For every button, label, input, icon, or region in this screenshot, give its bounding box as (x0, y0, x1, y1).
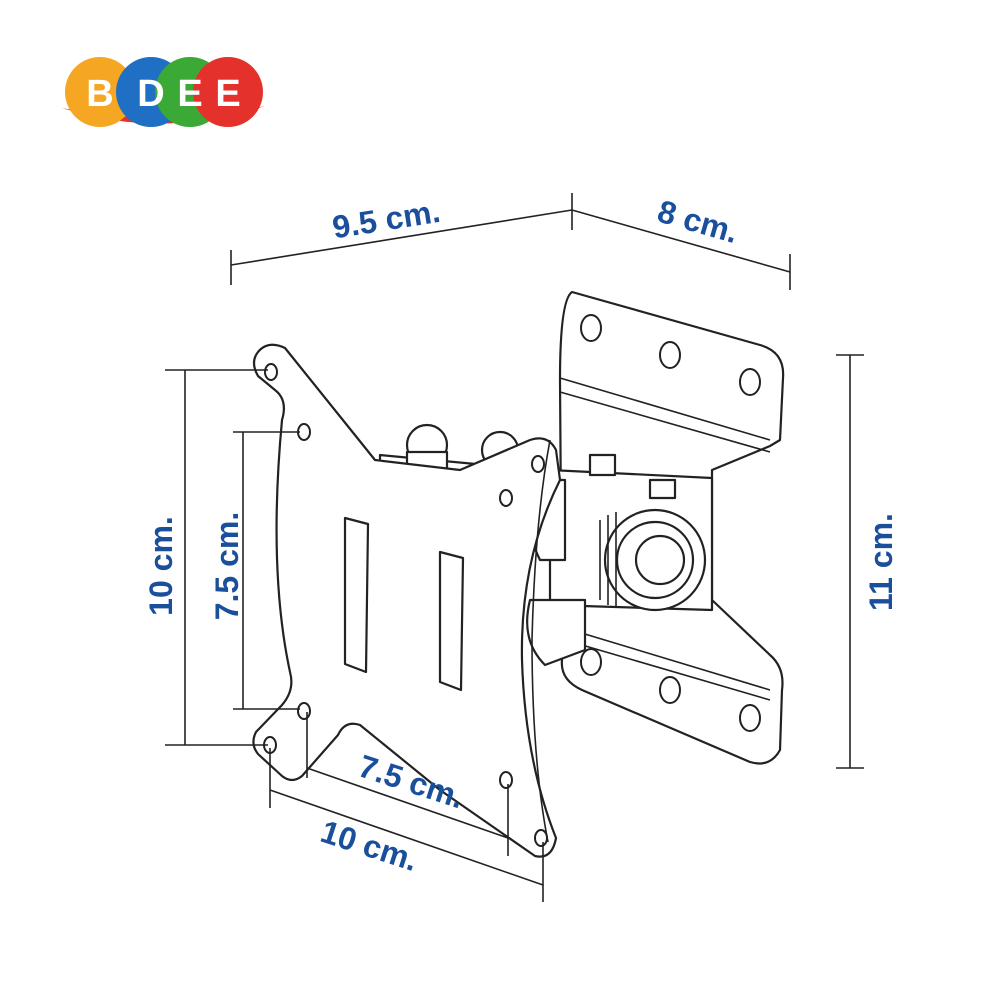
vesa-slot-right (438, 550, 465, 692)
vesa-hole-tr-inner (499, 489, 513, 507)
hinge-tab (648, 478, 677, 500)
wall-hole-5 (659, 676, 681, 704)
label-left-outer-height: 10 cm. (143, 516, 179, 616)
label-top-width: 9.5 cm. (330, 193, 443, 246)
vesa-hole-br-outer (534, 829, 548, 847)
vesa-plate-outline (252, 343, 562, 858)
tilt-knob (634, 534, 686, 586)
wall-hole-6 (739, 704, 761, 732)
wall-hole-2 (659, 341, 681, 369)
vesa-slot-left (343, 516, 370, 674)
dim-line-top-depth (571, 209, 791, 273)
wall-plate-fold-top (559, 377, 771, 441)
dim-line-bottom-outer (269, 789, 544, 886)
label-top-depth: 8 cm. (654, 193, 743, 250)
gear-teeth (599, 512, 617, 608)
vesa-hole-tr-outer (531, 455, 545, 473)
logo-letter-b: B (86, 73, 113, 115)
dimension-lines (165, 193, 864, 902)
hinge-cap (588, 453, 617, 477)
wall-plate-fold-bottom-2 (564, 639, 771, 701)
swivel-joint (526, 453, 714, 667)
dim-line-bottom-inner (306, 767, 509, 839)
vesa-plate (252, 343, 562, 858)
wall-plate-fold-top-2 (559, 391, 771, 453)
wall-hole-3 (739, 368, 761, 396)
label-right-height: 11 cm. (863, 513, 899, 611)
vesa-hole-tl-outer (264, 363, 278, 381)
vesa-plate-edge (531, 439, 551, 843)
label-bottom-outer-width: 10 cm. (316, 813, 422, 878)
label-left-inner-height: 7.5 cm. (209, 512, 245, 621)
dim-line-top-width (230, 209, 573, 266)
wall-plate-fold-bottom (564, 627, 771, 691)
logo-letter-e2: E (215, 73, 240, 115)
vesa-hole-bl-inner (297, 702, 311, 720)
vesa-hole-br-inner (499, 771, 513, 789)
logo-circle-b (65, 57, 135, 127)
logo-letter-e1: E (177, 73, 202, 115)
logo-letter-d: D (137, 73, 164, 115)
brand-logo: B D E E (62, 57, 265, 127)
wall-hole-4 (580, 648, 602, 676)
logo-circle-e2 (193, 57, 263, 127)
wall-hole-1 (580, 314, 602, 342)
